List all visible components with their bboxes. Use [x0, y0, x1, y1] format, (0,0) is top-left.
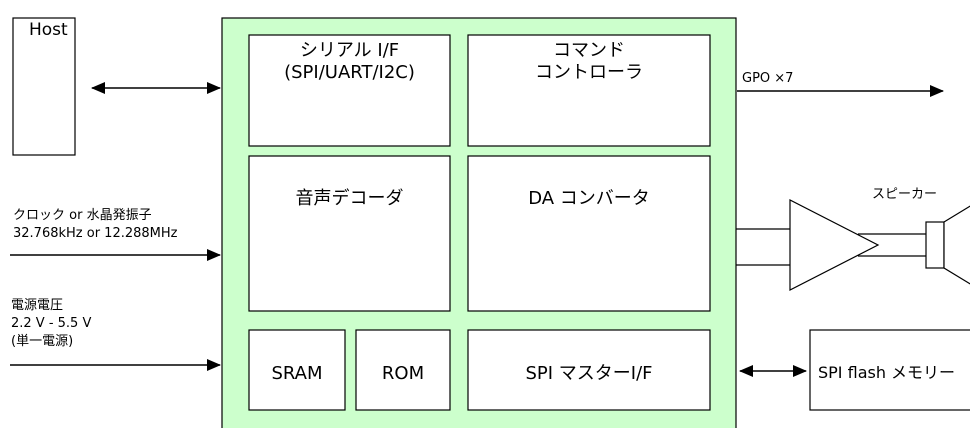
- power-line1: 電源電圧: [11, 298, 64, 313]
- sram-block: [248, 329, 346, 411]
- speaker-label: スピーカー: [872, 187, 938, 202]
- spi-master-if-label: SPI マスターI/F: [525, 363, 653, 384]
- power-label: 電源電圧 2.2 V - 5.5 V (単一電源): [11, 297, 91, 351]
- spi-flash-label: SPI flash メモリー: [818, 363, 956, 382]
- serial-if-block: [248, 34, 451, 147]
- serial-if-line2: (SPI/UART/I2C): [284, 62, 415, 83]
- serial-if-label: シリアル I/F (SPI/UART/I2C): [249, 40, 450, 84]
- amplifier: [736, 199, 926, 291]
- da-converter-label: DA コンバータ: [528, 188, 650, 209]
- command-controller-line1: コマンド: [553, 40, 625, 61]
- command-controller-line2: コントローラ: [535, 62, 643, 83]
- audio-decoder-block: [248, 155, 451, 312]
- spi-master-if-block: [467, 329, 711, 411]
- clock-line1: クロック or 水晶発振子: [13, 208, 152, 223]
- host-label: Host: [29, 20, 68, 40]
- clock-label: クロック or 水晶発振子 32.768kHz or 12.288MHz: [13, 207, 177, 243]
- clock-line2: 32.768kHz or 12.288MHz: [13, 226, 178, 241]
- sram-label: SRAM: [271, 363, 323, 384]
- power-line3: (単一電源): [11, 334, 74, 349]
- command-controller-label: コマンド コントローラ: [468, 40, 710, 84]
- spi-flash-box: [809, 329, 970, 411]
- audio-decoder-label: 音声デコーダ: [295, 188, 404, 209]
- speaker-icon: [925, 205, 970, 285]
- da-converter-block: [467, 155, 711, 312]
- serial-if-line1: シリアル I/F: [299, 40, 400, 61]
- power-line2: 2.2 V - 5.5 V: [11, 316, 92, 331]
- command-controller-block: [467, 34, 711, 147]
- host-box: [12, 17, 76, 156]
- rom-block: [355, 329, 451, 411]
- rom-label: ROM: [381, 363, 425, 384]
- gpo-label: GPO ×7: [742, 71, 794, 86]
